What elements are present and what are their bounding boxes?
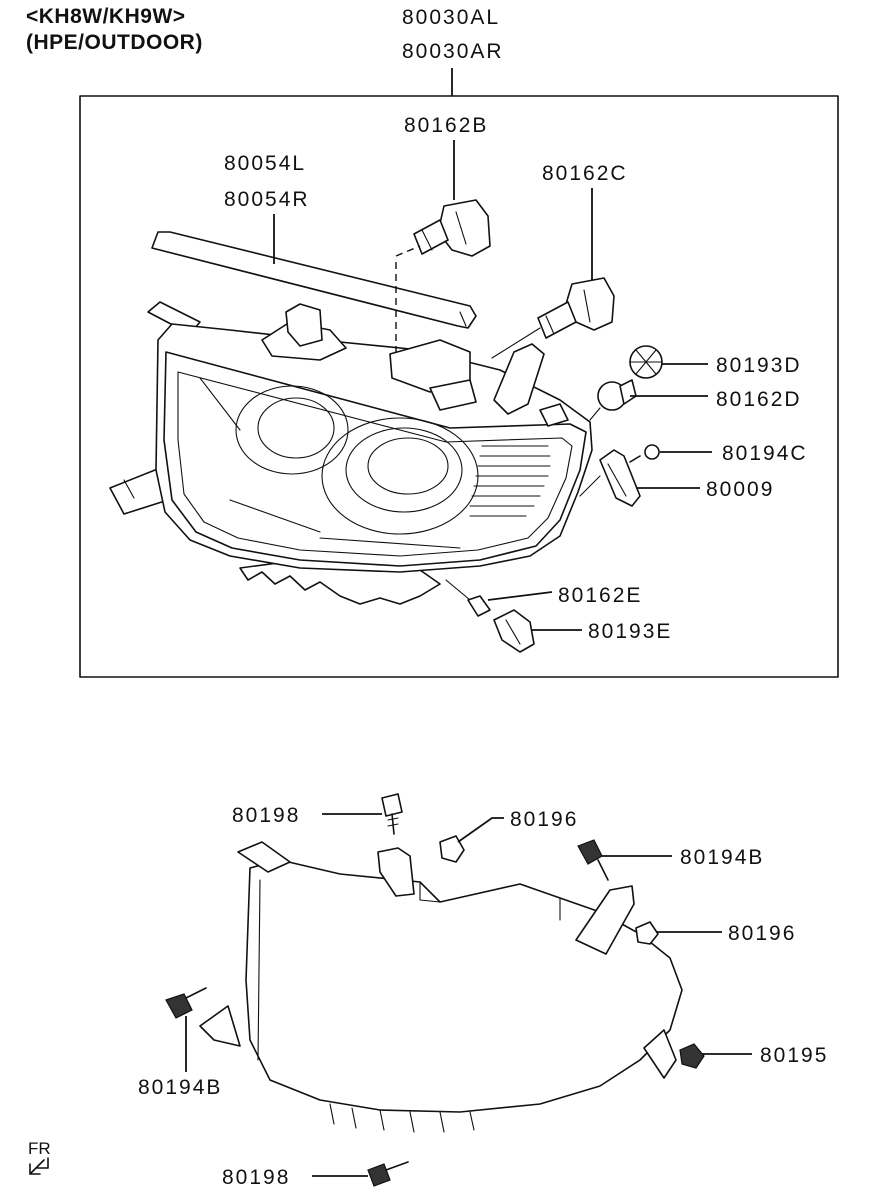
bulb-position-lamp bbox=[467, 595, 491, 617]
nut-right bbox=[635, 921, 659, 945]
bolt-top bbox=[381, 793, 403, 835]
assembly-part-number-left: 80030AL bbox=[402, 6, 501, 29]
lower-housing-drawing bbox=[199, 841, 683, 1133]
trim-strip bbox=[151, 231, 477, 329]
bolt-bottom bbox=[367, 1161, 409, 1187]
headlamp-bracket bbox=[599, 449, 641, 507]
label-headlamp-bracket: 80009 bbox=[706, 478, 774, 501]
bulb-position-lamp-leader bbox=[487, 591, 553, 601]
bulb-side-marker bbox=[597, 379, 637, 411]
lamp-housing-rear bbox=[245, 859, 683, 1113]
label-trim-right: 80054R bbox=[224, 188, 310, 211]
screw-b-left bbox=[165, 987, 207, 1019]
label-bolt-bottom: 80198 bbox=[222, 1166, 290, 1189]
label-nut-right: 80196 bbox=[728, 922, 796, 945]
label-socket-side-marker: 80193D bbox=[716, 354, 802, 377]
label-screw-b-left: 80194B bbox=[138, 1076, 222, 1099]
label-trim-left: 80054L bbox=[224, 152, 306, 175]
label-bulb-side-marker: 80162D bbox=[716, 388, 802, 411]
label-socket-position-lamp: 80193E bbox=[588, 620, 672, 643]
screw-bracket bbox=[629, 444, 660, 463]
bulb-high-beam bbox=[413, 199, 491, 257]
nut-top-leader bbox=[457, 817, 504, 843]
lens-rim-outer bbox=[163, 351, 587, 567]
label-bulb-high-beam: 80162B bbox=[404, 114, 488, 137]
top-bracket-right bbox=[429, 379, 477, 411]
headlamp-assembly-drawing bbox=[109, 301, 593, 605]
nut-lower-right bbox=[679, 1043, 705, 1069]
turn-signal-louvers bbox=[469, 445, 551, 517]
socket-side-marker bbox=[629, 345, 663, 379]
housing-tab-upper-right bbox=[575, 885, 635, 955]
label-screw-b-right: 80194B bbox=[680, 846, 764, 869]
side-bracket-right bbox=[493, 343, 545, 415]
label-bulb-position-lamp: 80162E bbox=[558, 584, 642, 607]
label-screw-bracket: 80194C bbox=[722, 442, 808, 465]
assembly-part-number-right: 80030AR bbox=[402, 40, 504, 63]
direction-label: FR bbox=[28, 1139, 51, 1158]
housing-tab-top bbox=[377, 847, 415, 897]
projector-right-inner bbox=[345, 427, 463, 513]
projector-left-inner bbox=[257, 397, 335, 459]
housing-tab-left bbox=[199, 1005, 241, 1047]
screw-b-right bbox=[577, 839, 609, 881]
adjuster-knob bbox=[285, 303, 323, 347]
label-bolt-top: 80198 bbox=[232, 804, 300, 827]
label-nut-top: 80196 bbox=[510, 808, 578, 831]
bulb-low-beam bbox=[537, 277, 615, 339]
socket-position-lamp bbox=[493, 609, 535, 653]
label-bulb-low-beam: 80162C bbox=[542, 162, 628, 185]
label-nut-lower-right: 80195 bbox=[760, 1044, 828, 1067]
housing-tab-top-left bbox=[237, 841, 291, 873]
nut-top bbox=[439, 835, 465, 863]
variant-label-models: <KH8W/KH9W> bbox=[26, 5, 186, 28]
projector-right-core bbox=[367, 437, 449, 495]
projector-left-outer bbox=[235, 385, 349, 475]
variant-label-trim: (HPE/OUTDOOR) bbox=[26, 31, 203, 54]
direction-arrow-icon bbox=[29, 1157, 49, 1175]
lens-rim-inner bbox=[177, 371, 573, 557]
housing-tab-lower-right bbox=[643, 1029, 677, 1079]
assembly-frame bbox=[79, 95, 839, 678]
